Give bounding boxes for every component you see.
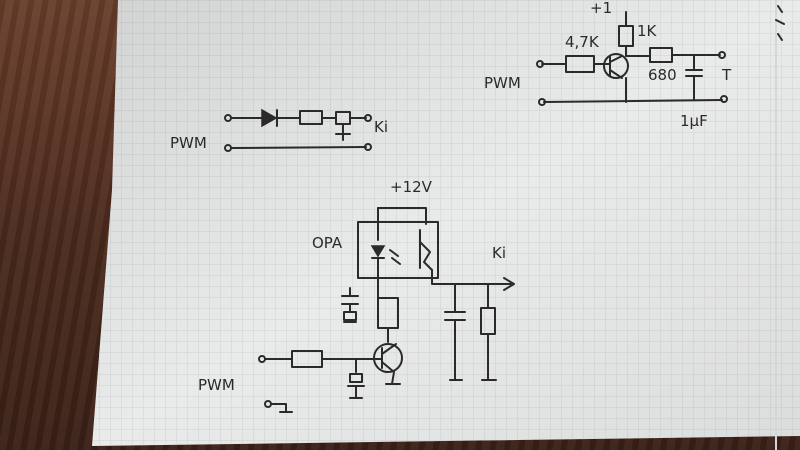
led-icon (370, 245, 386, 258)
supply-label: +1 (590, 0, 612, 17)
optocoupler-label: OPA (312, 234, 343, 252)
ki-output-label: Ki (374, 118, 388, 136)
margin-scribble (775, 5, 785, 41)
top-right-circuit: +1 1K 4,7K PWM 680 T 1μF (484, 0, 732, 130)
capacitor-1uf-label: 1μF (680, 112, 708, 130)
pwm-input-label: PWM (484, 74, 521, 92)
svg-text:1K: 1K (637, 22, 658, 40)
svg-text:680: 680 (648, 66, 677, 84)
optocoupler-box (357, 221, 439, 279)
svg-text:4,7K: 4,7K (565, 33, 600, 51)
transistor-icon (603, 53, 629, 79)
pwm-input-label: PWM (170, 134, 207, 152)
phototransistor-icon (419, 229, 433, 271)
pwm-input-label: PWM (198, 376, 235, 394)
diode-icon (261, 108, 278, 128)
top-left-circuit: PWM Ki (170, 108, 388, 152)
ki-output-label: Ki (492, 244, 506, 262)
output-t-label: T (721, 66, 732, 84)
bottom-circuit: +12V OPA Ki (198, 178, 515, 413)
supply-12v-label: +12V (390, 178, 433, 196)
